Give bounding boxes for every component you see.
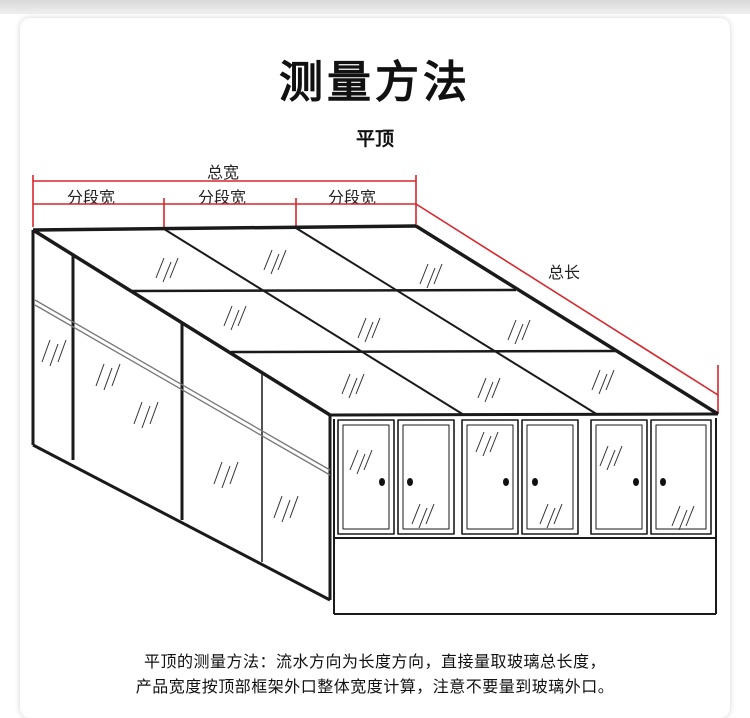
roof-rafter-1	[163, 228, 465, 416]
door-glass-4	[526, 424, 574, 530]
door-frame-2	[397, 419, 455, 535]
door-frame-6	[650, 419, 712, 535]
door-glass-6	[655, 424, 707, 530]
description-line-2: 产品宽度按顶部框架外口整体宽度计算，注意不要量到玻璃外口。	[135, 677, 615, 696]
segment-width-label-2: 分段宽	[198, 188, 247, 207]
segment-width-label-1: 分段宽	[67, 188, 116, 207]
door-glass-5	[595, 424, 643, 530]
door-frame-1	[337, 419, 395, 535]
sunroom-frame	[31, 224, 719, 615]
roof-purlin-1	[131, 288, 517, 293]
roof-right-edge	[415, 224, 719, 416]
roof-back-edge	[32, 224, 417, 232]
door-frame-5	[590, 419, 648, 535]
door-glass-2	[402, 424, 450, 530]
door-frame-3	[461, 419, 519, 535]
roof-front-edge	[329, 412, 719, 417]
description-line-1: 平顶的测量方法：流水方向为长度方向，直接量取玻璃总长度，	[143, 652, 606, 671]
door-glass-1	[342, 424, 390, 530]
segment-width-label-3: 分段宽	[328, 188, 377, 207]
total-length-line	[415, 203, 719, 396]
total-width-label: 总宽	[207, 163, 240, 182]
door-handles	[379, 478, 666, 486]
front-doors	[337, 419, 712, 535]
roof-rafter-2	[295, 227, 599, 416]
left-wall-rail-1	[34, 299, 331, 471]
dimension-lines	[32, 175, 719, 414]
left-wall-rail-2	[34, 304, 331, 476]
roof-type-label: 平顶	[355, 128, 394, 150]
total-length-label: 总长	[548, 263, 581, 282]
roof-purlin-2	[230, 349, 617, 354]
glass-reflection-marks	[41, 249, 695, 531]
door-frame-4	[521, 419, 579, 535]
page-title: 测量方法	[279, 57, 471, 108]
door-glass-3	[466, 424, 514, 530]
left-wall-bottom	[32, 443, 331, 602]
top-band	[0, 0, 750, 14]
content-card	[20, 18, 730, 718]
